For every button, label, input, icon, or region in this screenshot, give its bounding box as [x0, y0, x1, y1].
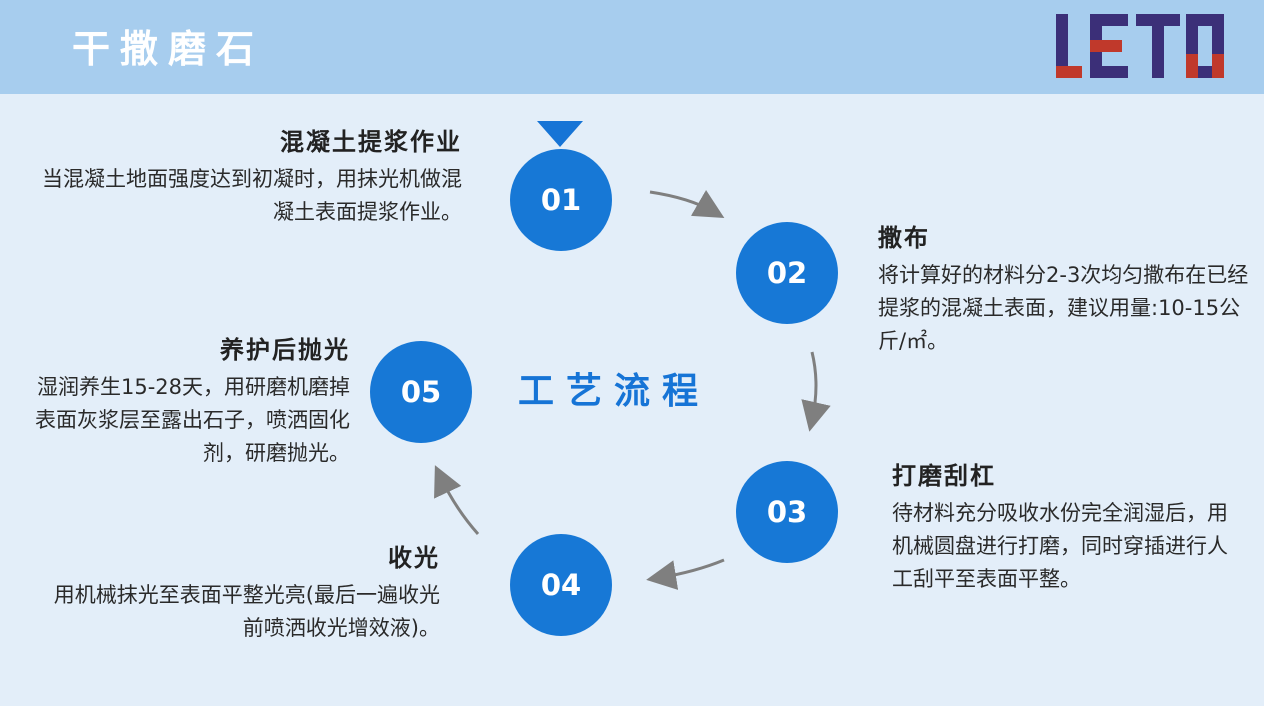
step-01-title: 混凝土提浆作业: [280, 128, 462, 156]
step-03-text: 打磨刮杠 待材料充分吸收水份完全润湿后，用机械圆盘进行打磨，同时穿插进行人工刮平…: [892, 456, 1242, 596]
arrow-02-to-03: [801, 351, 831, 432]
page-title: 干撒磨石: [72, 27, 265, 71]
step-03-description: 待材料充分吸收水份完全润湿后，用机械圆盘进行打磨，同时穿插进行人工刮平至表面平整…: [892, 501, 1228, 591]
step-05-text: 养护后抛光 湿润养生15-28天，用研磨机磨掉表面灰浆层至露出石子，喷洒固化剂，…: [20, 330, 350, 470]
step-circle-03: 03: [736, 461, 838, 563]
step-04-title: 收光: [388, 544, 440, 572]
process-title: 工艺流程: [518, 371, 711, 412]
step-circle-01: 01: [510, 149, 612, 251]
start-marker-icon: [537, 121, 583, 147]
arrow-04-to-05: [434, 465, 480, 535]
step-01-text: 混凝土提浆作业 当混凝土地面强度达到初凝时，用抹光机做混凝土表面提浆作业。: [40, 122, 462, 229]
step-05-title: 养护后抛光: [220, 336, 350, 364]
header-bar: 干撒磨石: [0, 0, 1264, 94]
step-04-text: 收光 用机械抹光至表面平整光亮(最后一遍收光前喷洒收光增效液)。: [40, 538, 440, 645]
step-01-description: 当混凝土地面强度达到初凝时，用抹光机做混凝土表面提浆作业。: [42, 167, 462, 224]
step-circle-04: 04: [510, 534, 612, 636]
arrow-03-to-04: [646, 558, 725, 590]
step-circle-02: 02: [736, 222, 838, 324]
step-circle-05: 05: [370, 341, 472, 443]
step-03-title: 打磨刮杠: [892, 462, 996, 490]
step-05-description: 湿润养生15-28天，用研磨机磨掉表面灰浆层至露出石子，喷洒固化剂，研磨抛光。: [35, 375, 350, 465]
leto-logo: [1056, 14, 1224, 78]
step-02-text: 撒布 将计算好的材料分2-3次均匀撒布在已经提浆的混凝土表面，建议用量:10-1…: [878, 218, 1250, 358]
step-02-title: 撒布: [878, 224, 930, 252]
step-02-description: 将计算好的材料分2-3次均匀撒布在已经提浆的混凝土表面，建议用量:10-15公斤…: [878, 263, 1249, 353]
step-04-description: 用机械抹光至表面平整光亮(最后一遍收光前喷洒收光增效液)。: [53, 583, 440, 640]
arrow-01-to-02: [649, 189, 725, 219]
